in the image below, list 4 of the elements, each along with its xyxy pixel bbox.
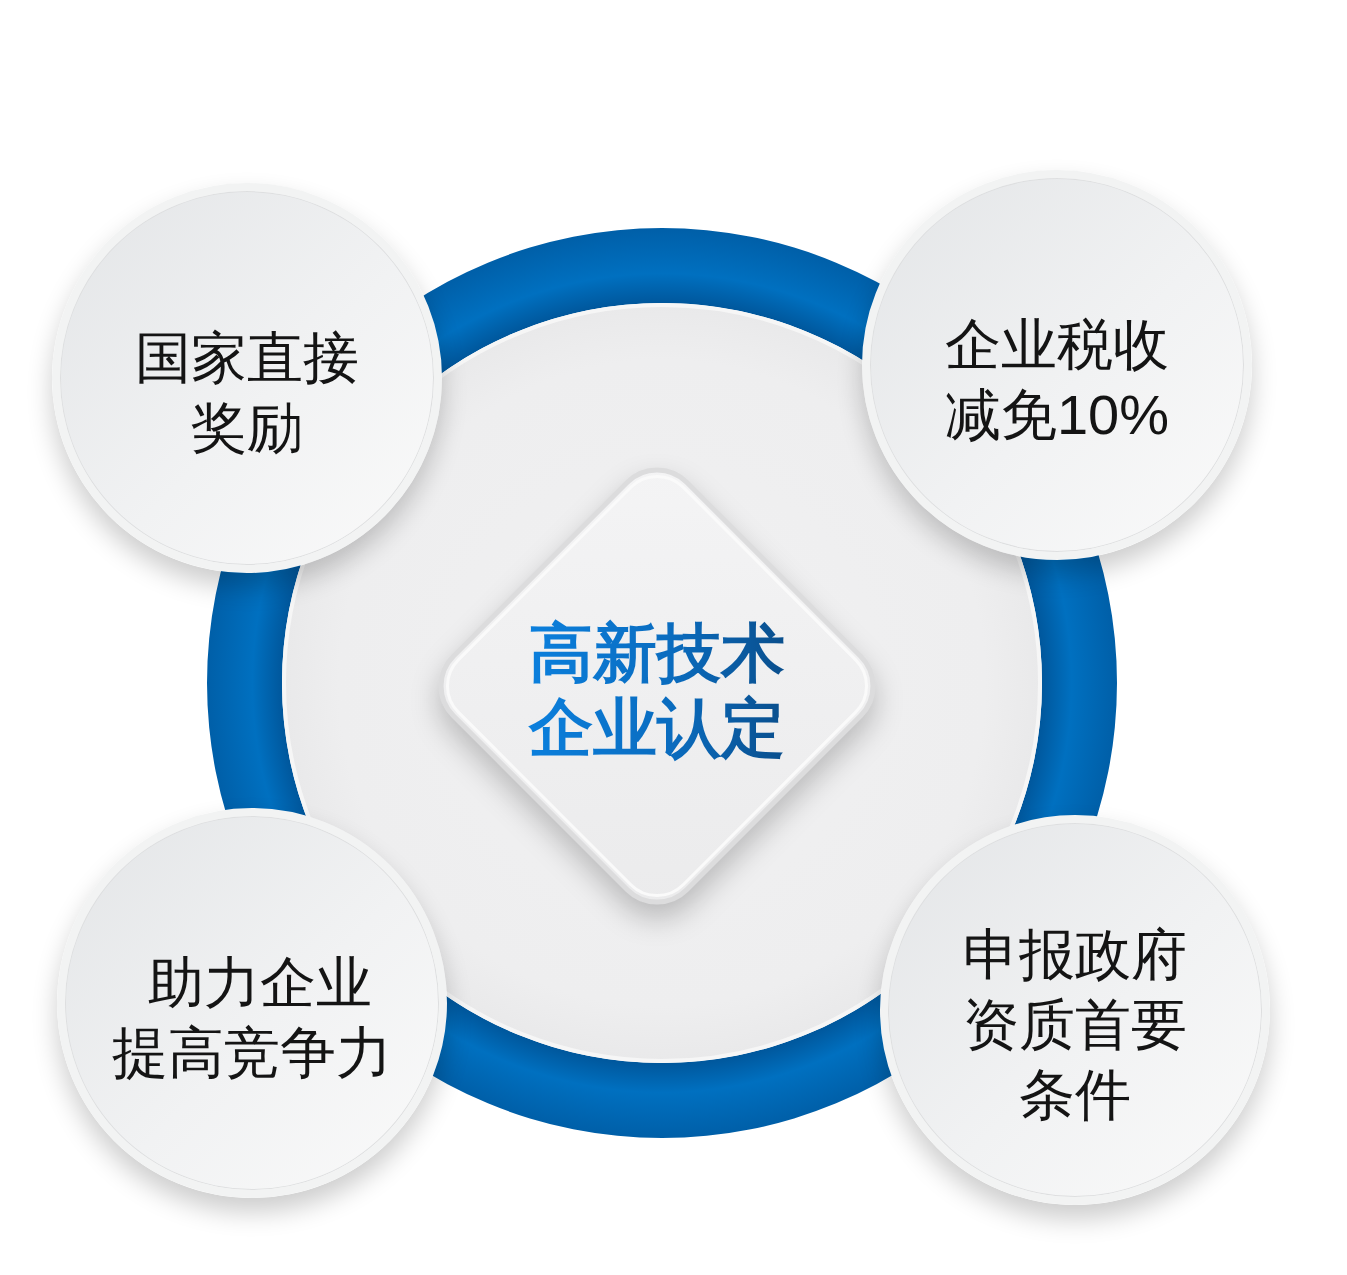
circle-label: 企业税收减免10% <box>943 312 1171 448</box>
circle-label: 国家直接奖励 <box>134 325 360 461</box>
circle-label: 申报政府资质首要条件 <box>962 922 1188 1128</box>
circle-label: 助力企业提高竞争力 <box>111 950 393 1086</box>
